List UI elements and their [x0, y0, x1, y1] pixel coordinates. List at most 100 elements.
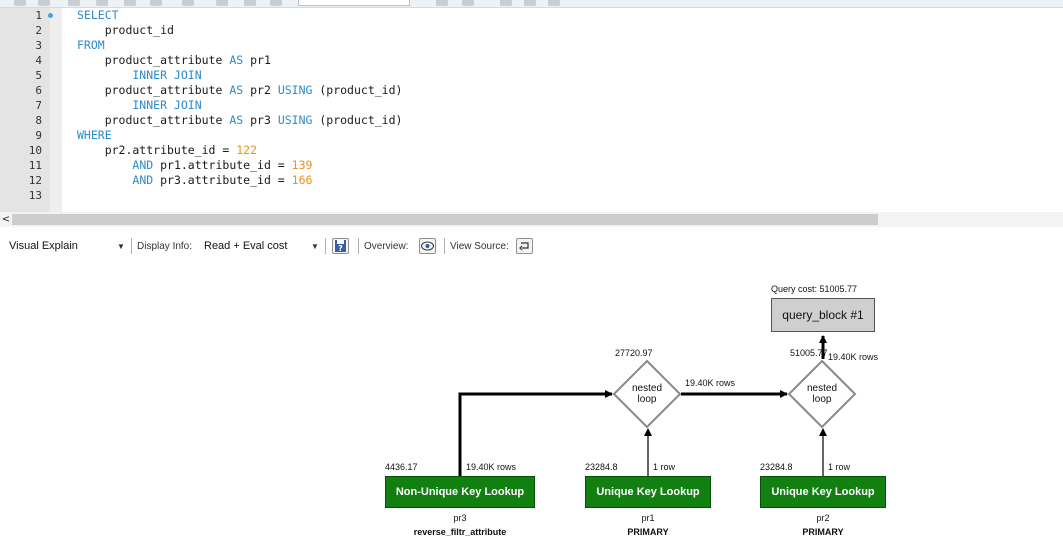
nested-loop-2-label[interactable]: nested loop: [797, 383, 847, 405]
toolbar-icon-6[interactable]: [150, 0, 162, 6]
toolbar-icon-9[interactable]: [244, 0, 256, 6]
sql-keyword: AND: [132, 158, 154, 172]
limit-rows-select[interactable]: [298, 0, 410, 6]
code-line[interactable]: product_attribute AS pr2 USING (product_…: [77, 83, 403, 98]
code-line[interactable]: SELECT: [77, 8, 119, 23]
toolbar-icon-15[interactable]: [548, 0, 560, 6]
sql-keyword: INNER JOIN: [77, 68, 202, 82]
line-number: 1: [35, 9, 42, 22]
code-line[interactable]: pr2.attribute_id = 122: [77, 143, 257, 158]
sql-text: (product_id): [312, 113, 403, 127]
sql-text: product_attribute: [77, 53, 230, 67]
display-info-label: Display Info:: [137, 241, 193, 252]
toolbar-icon-4[interactable]: [96, 0, 108, 6]
code-line[interactable]: product_attribute AS pr1: [77, 53, 271, 68]
sql-keyword: INNER JOIN: [77, 98, 202, 112]
unique-key-lookup-node[interactable]: Unique Key Lookup: [760, 476, 886, 508]
code-line[interactable]: product_attribute AS pr3 USING (product_…: [77, 113, 403, 128]
explain-toolbar: Visual Explain ▼ Display Info: Read + Ev…: [0, 235, 1063, 257]
sql-keyword: AND: [132, 173, 154, 187]
line-number: 8: [35, 114, 42, 127]
toolbar-icon-11[interactable]: [436, 0, 448, 6]
overview-label: Overview:: [364, 241, 409, 252]
code-line[interactable]: WHERE: [77, 128, 112, 143]
chevron-down-icon[interactable]: ▼: [117, 242, 125, 251]
sql-number: 122: [236, 143, 258, 157]
visual-explain-diagram: Query cost: 51005.77 query_block #1 2772…: [0, 258, 1063, 550]
save-icon[interactable]: ?: [332, 238, 349, 254]
view-mode-select[interactable]: Visual Explain: [9, 240, 78, 252]
sql-text: pr2: [243, 83, 278, 97]
nested-loop-1-diamond: [612, 359, 682, 429]
node-key-name: PRIMARY: [802, 527, 844, 537]
scrollbar-thumb[interactable]: [12, 214, 878, 225]
code-line[interactable]: INNER JOIN: [77, 98, 202, 113]
toolbar-icon-3[interactable]: [68, 0, 80, 6]
query-block-node[interactable]: query_block #1: [771, 298, 875, 332]
chevron-down-icon[interactable]: ▼: [311, 242, 319, 251]
code-line[interactable]: product_id: [77, 23, 174, 38]
code-line[interactable]: INNER JOIN: [77, 68, 202, 83]
line-number: 4: [35, 54, 42, 67]
line-number: 12: [28, 174, 42, 187]
toolbar-icon-8[interactable]: [216, 0, 228, 6]
line-number: 10: [28, 144, 42, 157]
node-cost: 4436.17: [385, 462, 418, 472]
nested-loop-2-diamond: [787, 359, 857, 429]
sql-keyword: FROM: [77, 38, 105, 52]
line-number: 13: [28, 189, 42, 202]
sql-keyword: SELECT: [77, 8, 119, 22]
toolbar-icon-10[interactable]: [270, 0, 282, 6]
sql-number: 166: [291, 173, 313, 187]
line-number: 6: [35, 84, 42, 97]
node-table-name: pr2: [816, 513, 830, 523]
sql-text: [77, 173, 132, 187]
nested-loop-2-line-1: nested: [806, 383, 838, 394]
nested-loop-2-line-2: loop: [812, 394, 832, 405]
node-cost: 23284.8: [585, 462, 618, 472]
line-number: 11: [28, 159, 42, 172]
toolbar-divider: [444, 238, 445, 254]
sql-text: (product_id): [312, 83, 403, 97]
node-table-name: pr3: [453, 513, 467, 523]
line-number: 7: [35, 99, 42, 112]
line-number: 5: [35, 69, 42, 82]
sql-text: product_attribute: [77, 113, 230, 127]
nested-loop-2-cost: 51005.77: [790, 348, 828, 358]
line-number: 9: [35, 129, 42, 142]
line-number: 2: [35, 24, 42, 37]
toolbar-icon-12[interactable]: [462, 0, 474, 6]
toolbar-icon-14[interactable]: [524, 0, 536, 6]
code-line[interactable]: FROM: [77, 38, 105, 53]
code-line[interactable]: AND pr1.attribute_id = 139: [77, 158, 312, 173]
non-unique-key-lookup-node[interactable]: Non-Unique Key Lookup: [385, 476, 535, 508]
toolbar-icon-1[interactable]: [14, 0, 26, 6]
toolbar-icon-7[interactable]: [182, 0, 194, 6]
line-number: 3: [35, 39, 42, 52]
current-statement-marker: [48, 13, 53, 18]
toolbar-icon-13[interactable]: [500, 0, 512, 6]
code-line[interactable]: AND pr3.attribute_id = 166: [77, 173, 312, 188]
sql-text: product_attribute: [77, 83, 230, 97]
nested-loop-1-label[interactable]: nested loop: [622, 383, 672, 405]
scroll-left-icon[interactable]: <: [1, 214, 11, 225]
toolbar-divider: [358, 238, 359, 254]
sql-number: 139: [291, 158, 313, 172]
sql-text: pr3: [243, 113, 278, 127]
overview-icon[interactable]: [419, 238, 436, 254]
display-info-select[interactable]: Read + Eval cost: [204, 240, 288, 252]
node-key-name: reverse_filtr_attribute: [413, 527, 507, 537]
sql-keyword: WHERE: [77, 128, 112, 142]
view-source-icon[interactable]: [516, 238, 533, 254]
sql-keyword: USING: [277, 83, 313, 97]
sql-text: product_id: [77, 23, 174, 37]
svg-text:?: ?: [338, 244, 343, 253]
toolbar-icon-2[interactable]: [38, 0, 50, 6]
toolbar-icon-5[interactable]: [124, 0, 136, 6]
main-toolbar: [0, 0, 1063, 8]
editor-horizontal-scrollbar[interactable]: <: [0, 212, 1063, 227]
unique-key-lookup-node[interactable]: Unique Key Lookup: [585, 476, 711, 508]
node-rows: 19.40K rows: [466, 462, 517, 472]
sql-keyword: AS: [229, 113, 244, 127]
